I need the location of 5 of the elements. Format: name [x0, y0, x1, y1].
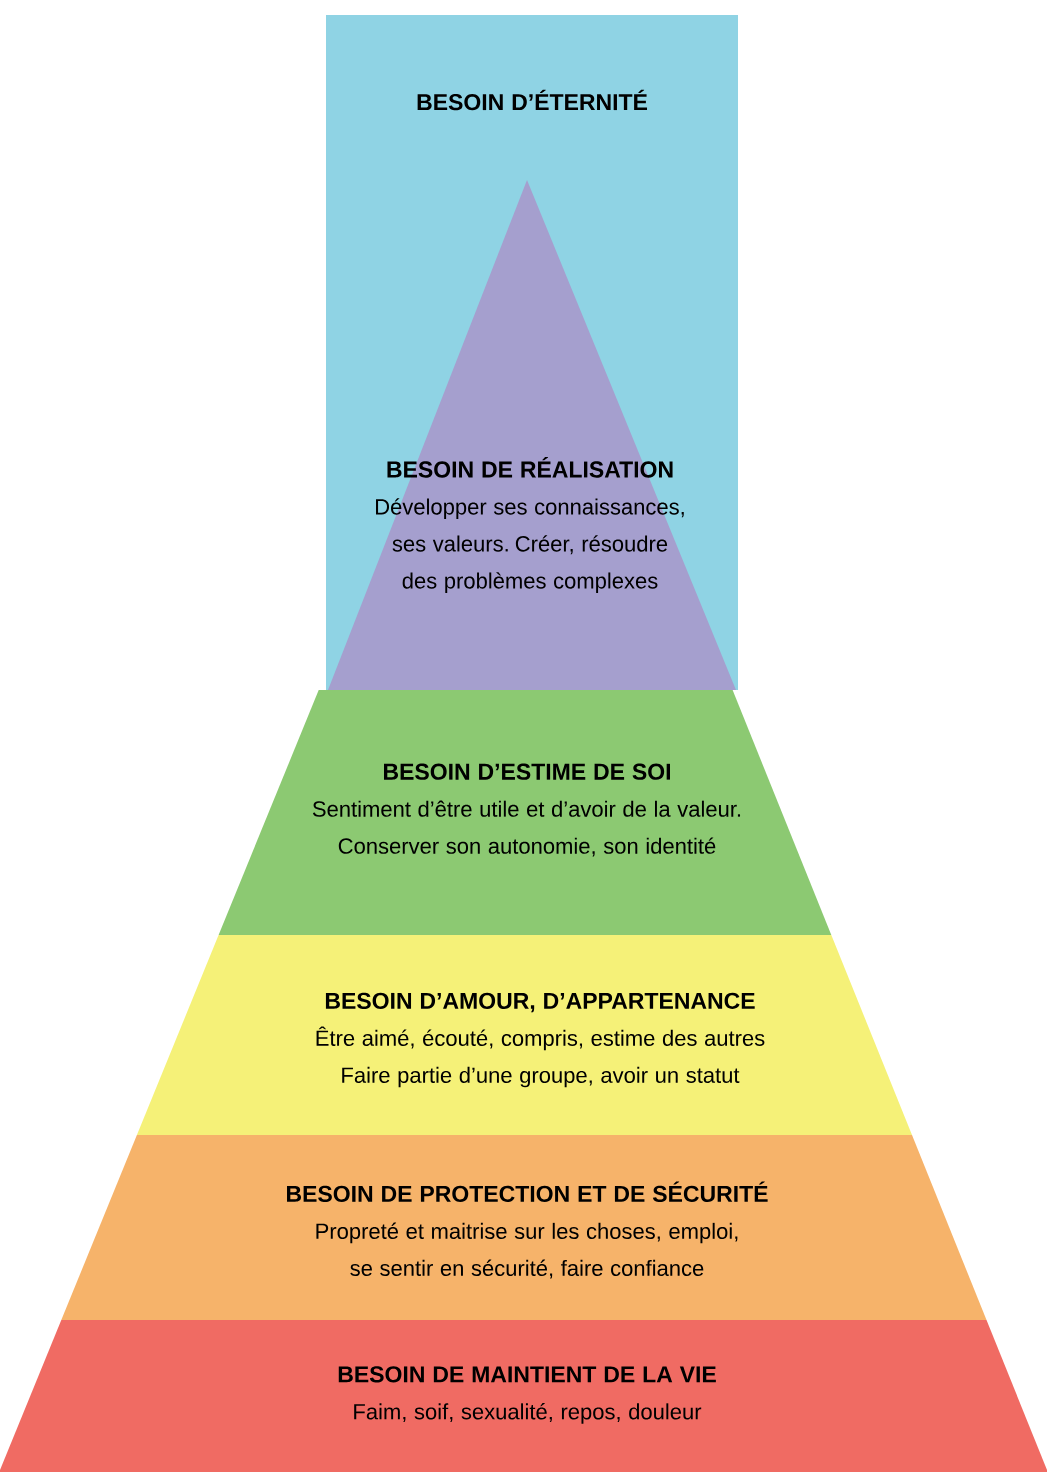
- pyramid-band: BESOIN DE PROTECTION ET DE SÉCURITÉ Propreté et maitrise sur les choses, emploi, se sentir en sécurité, faire confiance: [61, 1135, 987, 1320]
- pyramid-band: BESOIN D’AMOUR, D’APPARTENANCE Être aimé, écouté, compris, estime des autres Faire partie d’une groupe, avoir un statut: [136, 935, 912, 1135]
- pyramid-band: BESOIN D’ESTIME DE SOI Sentiment d’être utile et d’avoir de la valeur. Conserver son autonomie, son identité: [218, 690, 832, 935]
- pyramid-top: BESOIN DE RÉALISATION Développer ses connaissances, ses valeurs. Créer, résoudre des problèmes complexes: [328, 180, 736, 690]
- pyramid-band: BESOIN DE MAINTIENT DE LA VIE Faim, soif, sexualité, repos, douleur: [0, 1320, 1047, 1472]
